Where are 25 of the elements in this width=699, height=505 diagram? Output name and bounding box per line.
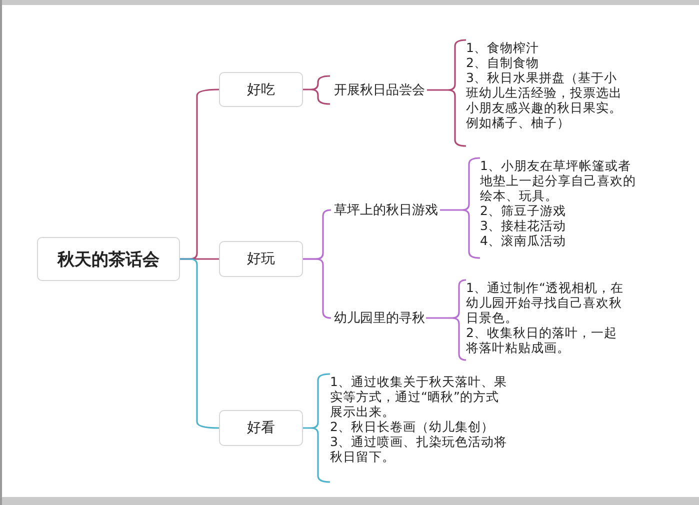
brace-connector [425, 279, 467, 361]
brace-connector [180, 258, 220, 429]
list-item: 2、筛豆子游戏 [480, 203, 566, 218]
brace-connector [426, 39, 467, 147]
brace-connector [302, 75, 331, 105]
brace-connector [439, 157, 481, 259]
subtopic-label: 幼儿园里的寻秋 [330, 304, 426, 332]
list-item: 3、秋日水果拼盘（基于小班幼儿生活经验，投票选出小朋友感兴趣的秋日果实。例如橘子、柚子） [466, 70, 623, 130]
list-item: 2、自制食物 [466, 55, 539, 70]
list-item: 1、食物榨汁 [466, 40, 539, 55]
subtopic-label: 草坪上的秋日游戏 [330, 196, 440, 224]
list-item: 2、秋日长卷画（幼儿集创） [330, 419, 494, 434]
brace-connector [302, 373, 331, 483]
list-item: 4、滚南瓜活动 [480, 233, 566, 248]
list-item: 3、接桂花活动 [480, 218, 566, 233]
root-topic-box: 秋天的茶话会 [37, 237, 180, 281]
topic-box: 好吃 [219, 72, 303, 107]
topic-box: 好看 [219, 410, 303, 446]
list-item: 1、通过制作“透视相机，在幼儿园开始寻找自己喜欢秋日景色。 [466, 280, 624, 325]
list-item: 3、通过喷画、扎染玩色活动将秋日留下。 [330, 434, 508, 464]
list-item: 2、收集秋日的落叶，一起将落叶粘贴成画。 [466, 325, 618, 355]
topic-box: 好玩 [219, 241, 303, 277]
list-item: 1、小朋友在草坪帐篷或者地垫上一起分享自己喜欢的绘本、玩具。 [480, 158, 637, 203]
list-item: 1、通过收集关于秋天落叶、果实等方式，通过“晒秋”的方式展示出来。 [330, 374, 508, 419]
subtopic-label: 开展秋日品尝会 [330, 76, 427, 104]
